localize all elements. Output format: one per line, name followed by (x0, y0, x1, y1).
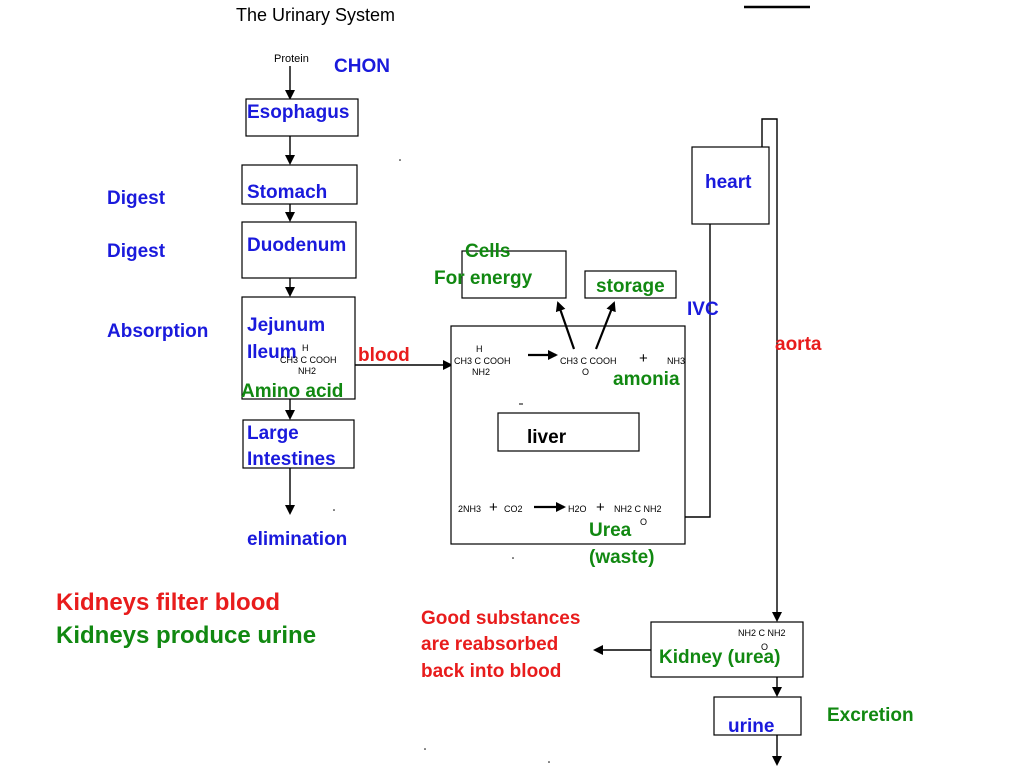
deamination-product-o: O (582, 367, 589, 377)
summary-line-1: Kidneys filter blood (56, 589, 280, 616)
aorta-line (761, 118, 782, 622)
large-label: Large (247, 423, 299, 444)
aorta-label: aorta (775, 334, 822, 355)
deamination-reactant: CH3 C COOH (454, 356, 511, 366)
urea-co2: CO2 (504, 504, 523, 514)
urea-water: H2O (568, 504, 587, 514)
esophagus-label: Esophagus (247, 102, 349, 123)
chon-label: CHON (334, 56, 390, 77)
deamination-h: H (476, 344, 483, 354)
summary-line-2: Kidneys produce urine (56, 622, 316, 649)
heart-box (691, 146, 770, 225)
kidney-label: Kidney (urea) (659, 647, 780, 668)
jejunum-ileum-box (241, 296, 356, 400)
urea-formula: NH2 C NH2 (614, 504, 662, 514)
ivc-label: IVC (687, 299, 719, 320)
amino-acid-nh2: NH2 (298, 366, 316, 376)
reabsorb-line-1: Good substances (421, 608, 580, 629)
excretion-label: Excretion (827, 705, 914, 726)
deamination-product: CH3 C COOH (560, 356, 617, 366)
protein-label: Protein (274, 53, 309, 65)
kidney-o: O (761, 642, 768, 652)
urea-reactants: 2NH3 (458, 504, 481, 514)
speck (333, 509, 335, 511)
cells-box (461, 250, 567, 299)
amino-acid-h: H (302, 343, 309, 353)
deamination-plus: + (639, 350, 648, 367)
kidney-box (650, 621, 804, 678)
urea-label: Urea (589, 520, 632, 541)
for-energy-label: For energy (434, 268, 533, 289)
liver-box (497, 412, 640, 452)
kidney-formula: NH2 C NH2 (738, 628, 786, 638)
arrow-to-cells (555, 301, 576, 350)
speck (512, 557, 514, 559)
reabsorb-line-2: are reabsorbed (421, 634, 558, 655)
stomach-box (241, 164, 358, 205)
amonia-label: amonia (613, 369, 680, 390)
esophagus-box (245, 98, 359, 137)
urine-label: urine (728, 716, 774, 737)
speck (548, 761, 550, 763)
speck (399, 159, 401, 161)
duodenum-label: Duodenum (247, 235, 346, 256)
storage-label: storage (596, 276, 665, 297)
urea-plus-2: + (596, 499, 605, 516)
urea-o: O (640, 517, 647, 527)
urea-plus-1: + (489, 499, 498, 516)
blood-label: blood (358, 345, 410, 366)
digest-label-duodenum: Digest (107, 241, 166, 262)
jejunum-label: Jejunum (247, 315, 325, 336)
ileum-label: Ileum (247, 342, 297, 363)
reabsorb-line-3: back into blood (421, 661, 561, 682)
liver-label: liver (527, 427, 567, 448)
deamination-reactant-nh2: NH2 (472, 367, 490, 377)
cells-label: Cells (465, 241, 510, 262)
storage-box (584, 270, 677, 299)
ammonia-formula: NH3 (667, 356, 685, 366)
amino-acid-formula: CH3 C COOH (280, 355, 337, 365)
elimination-label: elimination (247, 529, 347, 550)
digest-label-stomach: Digest (107, 188, 166, 209)
amino-acid-label: Amino acid (241, 381, 343, 402)
arrow-to-storage (594, 301, 616, 350)
ivc-line (685, 224, 711, 518)
urine-box (713, 696, 802, 736)
intestines-label: Intestines (247, 449, 336, 470)
waste-label: (waste) (589, 547, 654, 568)
stomach-label: Stomach (247, 182, 327, 203)
duodenum-box (241, 221, 357, 279)
large-intestine-box (242, 419, 355, 469)
absorption-label: Absorption (107, 321, 208, 342)
speck (424, 748, 426, 750)
diagram-title: The Urinary System (236, 5, 395, 25)
heart-label: heart (705, 172, 752, 193)
